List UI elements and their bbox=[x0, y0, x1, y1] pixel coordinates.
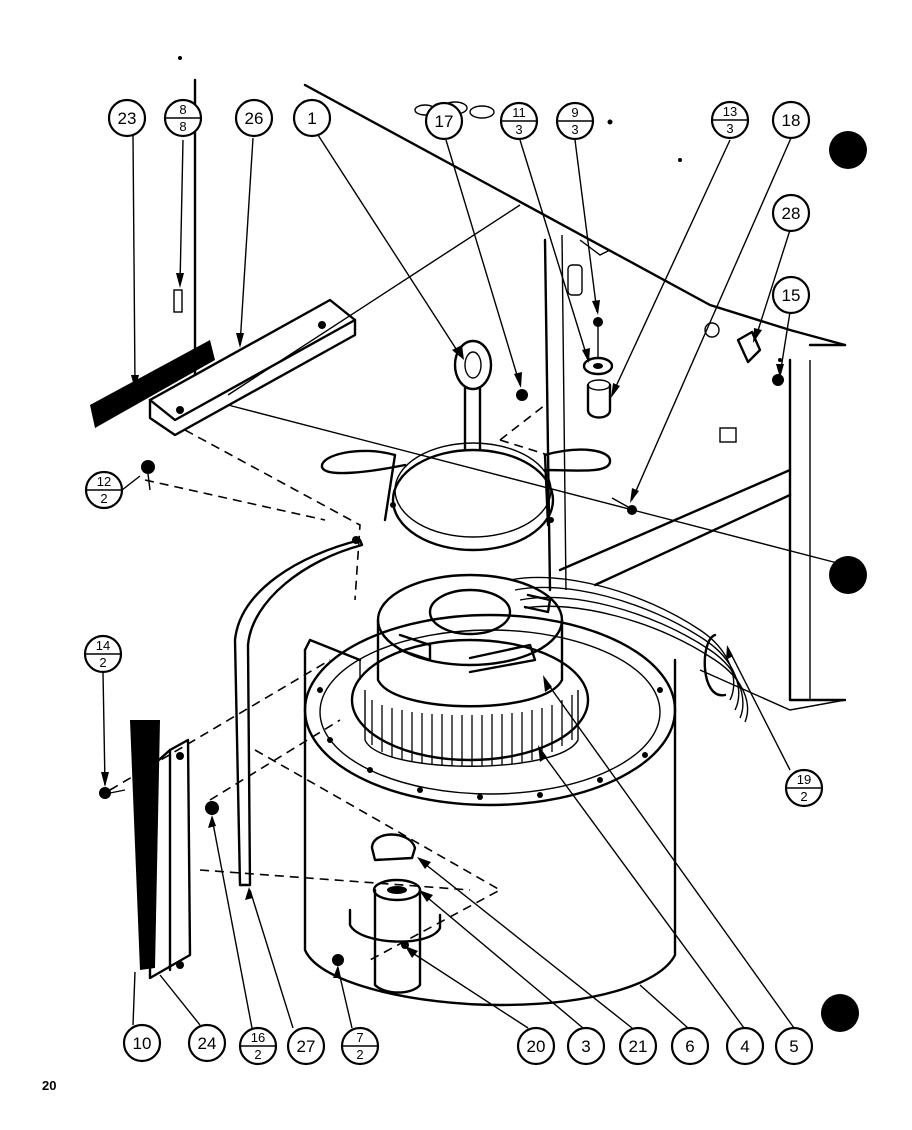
svg-text:27: 27 bbox=[297, 1037, 316, 1056]
svg-text:2: 2 bbox=[356, 1047, 363, 1062]
svg-text:9: 9 bbox=[571, 105, 578, 120]
svg-text:8: 8 bbox=[179, 102, 186, 117]
svg-text:26: 26 bbox=[245, 109, 264, 128]
callout-1: 1 bbox=[292, 98, 332, 138]
blower-wheel bbox=[350, 638, 590, 767]
svg-text:8: 8 bbox=[179, 119, 186, 134]
svg-text:3: 3 bbox=[581, 1037, 590, 1056]
svg-text:3: 3 bbox=[726, 121, 733, 136]
callout-10: 10 bbox=[122, 1023, 162, 1063]
svg-text:12: 12 bbox=[97, 474, 111, 489]
side-bracket bbox=[99, 720, 192, 980]
callout-12-2: 122 bbox=[84, 470, 124, 510]
capacitor-assembly bbox=[332, 833, 442, 994]
motor-mount-ring bbox=[320, 339, 612, 552]
callout-18: 18 bbox=[771, 100, 811, 140]
svg-text:28: 28 bbox=[782, 204, 801, 223]
callout-15: 15 bbox=[771, 275, 811, 315]
callout-9-3: 93 bbox=[555, 101, 595, 141]
svg-text:13: 13 bbox=[723, 104, 737, 119]
svg-text:3: 3 bbox=[515, 122, 522, 137]
callout-17: 17 bbox=[424, 101, 464, 141]
svg-text:19: 19 bbox=[797, 772, 811, 787]
scroll-cutoff bbox=[233, 536, 364, 887]
callout-23: 23 bbox=[107, 98, 147, 138]
svg-text:1: 1 bbox=[307, 109, 316, 128]
leader-lines bbox=[101, 134, 795, 1029]
callout-20: 20 bbox=[516, 1026, 556, 1066]
svg-text:21: 21 bbox=[629, 1037, 648, 1056]
callout-11-3: 113 bbox=[499, 101, 539, 141]
svg-text:18: 18 bbox=[782, 111, 801, 130]
punch-hole-middle bbox=[829, 556, 867, 594]
svg-text:23: 23 bbox=[118, 109, 137, 128]
svg-text:15: 15 bbox=[782, 286, 801, 305]
svg-text:16: 16 bbox=[251, 1030, 265, 1045]
svg-text:6: 6 bbox=[685, 1037, 694, 1056]
svg-text:2: 2 bbox=[100, 491, 107, 506]
callout-14-2: 142 bbox=[83, 634, 123, 674]
callout-13-3: 133 bbox=[710, 100, 750, 140]
callout-28: 28 bbox=[771, 193, 811, 233]
callout-6: 6 bbox=[670, 1026, 710, 1066]
svg-text:5: 5 bbox=[789, 1037, 798, 1056]
svg-text:14: 14 bbox=[96, 638, 110, 653]
callout-8-8: 88 bbox=[163, 98, 203, 138]
screw-12 bbox=[141, 460, 155, 491]
wire-harness bbox=[509, 576, 749, 723]
punch-hole-top bbox=[829, 131, 867, 169]
svg-text:20: 20 bbox=[527, 1037, 546, 1056]
callout-7-2: 72 bbox=[340, 1026, 380, 1066]
callout-5: 5 bbox=[774, 1026, 814, 1066]
svg-text:11: 11 bbox=[512, 105, 526, 120]
svg-text:17: 17 bbox=[435, 112, 454, 131]
top-left-bracket bbox=[90, 289, 357, 437]
blower-motor bbox=[376, 573, 564, 708]
callout-21: 21 bbox=[618, 1026, 658, 1066]
callout-3: 3 bbox=[566, 1026, 606, 1066]
callout-19-2: 192 bbox=[784, 768, 824, 808]
svg-text:2: 2 bbox=[800, 789, 807, 804]
callout-16-2: 162 bbox=[238, 1026, 278, 1066]
callout-27: 27 bbox=[286, 1026, 326, 1066]
svg-text:10: 10 bbox=[133, 1034, 152, 1053]
svg-text:3: 3 bbox=[571, 122, 578, 137]
support-post bbox=[543, 234, 611, 592]
punch-hole-bottom bbox=[821, 994, 859, 1032]
ring-hardware bbox=[516, 317, 784, 515]
screw-16 bbox=[205, 801, 219, 815]
svg-text:24: 24 bbox=[198, 1034, 217, 1053]
alignment-dashes bbox=[109, 404, 549, 961]
svg-text:2: 2 bbox=[99, 655, 106, 670]
svg-text:4: 4 bbox=[740, 1037, 749, 1056]
callout-24: 24 bbox=[187, 1023, 227, 1063]
cabinet-top-panel bbox=[227, 83, 847, 711]
callout-26: 26 bbox=[234, 98, 274, 138]
svg-text:7: 7 bbox=[356, 1030, 363, 1045]
page-number: 20 bbox=[42, 1078, 57, 1093]
svg-text:2: 2 bbox=[254, 1047, 261, 1062]
callout-4: 4 bbox=[725, 1026, 765, 1066]
